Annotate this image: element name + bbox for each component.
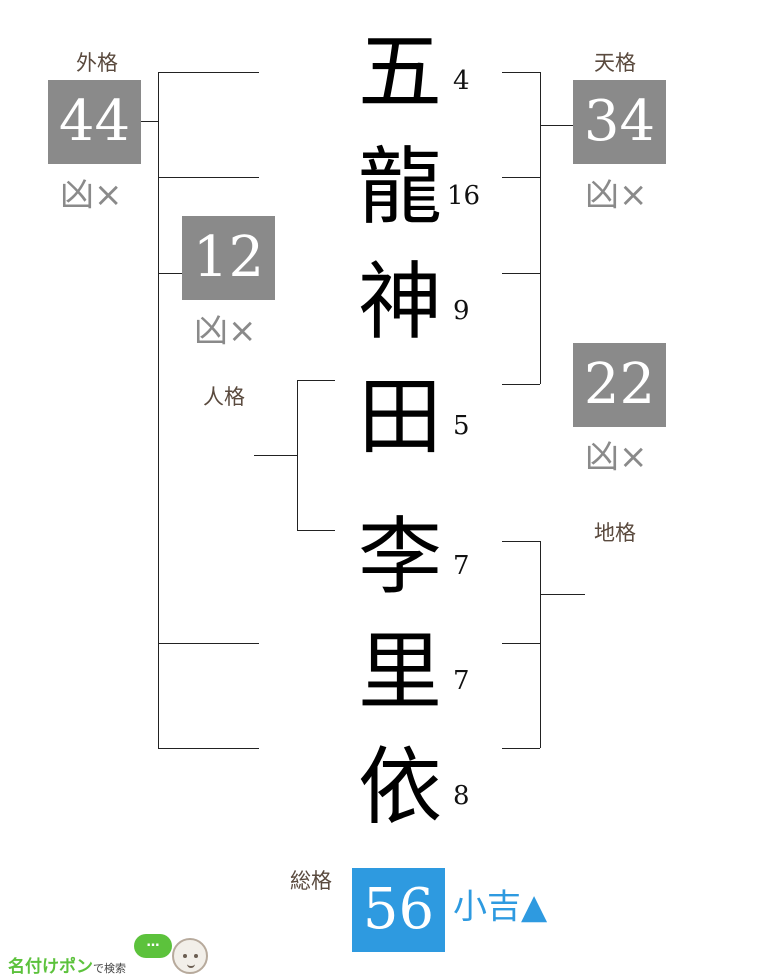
chikaku-tick-2 xyxy=(502,643,540,644)
jinkaku-bracket xyxy=(297,380,298,530)
gaikaku-tick-3 xyxy=(158,643,259,644)
tenkaku-fortune: 凶× xyxy=(585,175,648,215)
jinkaku-label: 人格 xyxy=(203,385,245,409)
tenkaku-bracket xyxy=(540,72,541,384)
gaikaku-value-box: 44 xyxy=(48,80,141,164)
stroke-count-3: 9 xyxy=(453,296,470,326)
logo-suffix: で検索 xyxy=(93,962,126,975)
gaikaku-tick-1 xyxy=(158,72,259,73)
gaikaku-bracket-long xyxy=(158,177,159,749)
baby-face-icon xyxy=(172,938,208,974)
logo-text: 名付けポン xyxy=(8,957,93,977)
chikaku-fortune: 凶× xyxy=(585,437,648,477)
name-char-1: 五 xyxy=(357,23,442,121)
speech-bubble-icon: … xyxy=(134,934,172,958)
stroke-count-1: 4 xyxy=(453,66,470,96)
name-char-4: 田 xyxy=(357,368,442,466)
gaikaku-label: 外格 xyxy=(76,51,118,75)
stroke-count-4: 5 xyxy=(453,411,470,441)
tenkaku-label: 天格 xyxy=(594,51,636,75)
chikaku-label: 地格 xyxy=(594,521,636,545)
soukaku-value-box: 56 xyxy=(352,868,445,952)
chikaku-value-box: 22 xyxy=(573,343,666,427)
tenkaku-tick-3 xyxy=(502,273,540,274)
tenkaku-value-box: 34 xyxy=(573,80,666,164)
name-char-2: 龍 xyxy=(357,138,442,236)
soukaku-label: 総格 xyxy=(290,869,332,893)
tenkaku-connector xyxy=(540,125,573,126)
jinkaku-fortune: 凶× xyxy=(194,311,257,351)
chikaku-bracket xyxy=(540,541,541,748)
chikaku-tick-3 xyxy=(502,748,540,749)
stroke-count-6: 7 xyxy=(453,666,470,696)
jinkaku-value-box: 12 xyxy=(182,216,275,300)
stroke-count-7: 8 xyxy=(453,781,470,811)
gaikaku-connector xyxy=(141,121,158,122)
gaikaku-bracket-top xyxy=(158,72,159,177)
name-char-5: 李 xyxy=(357,508,442,606)
jinkaku-tick-bottom xyxy=(297,530,335,531)
gaikaku-tick-4 xyxy=(158,748,259,749)
tenkaku-tick-2 xyxy=(502,177,540,178)
chikaku-connector xyxy=(540,594,585,595)
gaikaku-fortune: 凶× xyxy=(60,175,123,215)
name-char-3: 神 xyxy=(357,253,442,351)
soukaku-fortune: 小吉▲ xyxy=(453,887,548,927)
chikaku-tick-1 xyxy=(502,541,540,542)
gaikaku-jinkaku-connector xyxy=(158,273,182,274)
gaikaku-tick-2 xyxy=(158,177,259,178)
tenkaku-tick-4 xyxy=(502,384,540,385)
name-char-6: 里 xyxy=(357,623,442,721)
tenkaku-tick-1 xyxy=(502,72,540,73)
name-char-7: 依 xyxy=(357,738,442,836)
stroke-count-5: 7 xyxy=(453,551,470,581)
jinkaku-connector xyxy=(254,455,297,456)
nazuke-pon-logo[interactable]: 名付けポンで検索 … xyxy=(8,934,218,978)
stroke-count-2: 16 xyxy=(447,181,481,211)
jinkaku-tick-top xyxy=(297,380,335,381)
